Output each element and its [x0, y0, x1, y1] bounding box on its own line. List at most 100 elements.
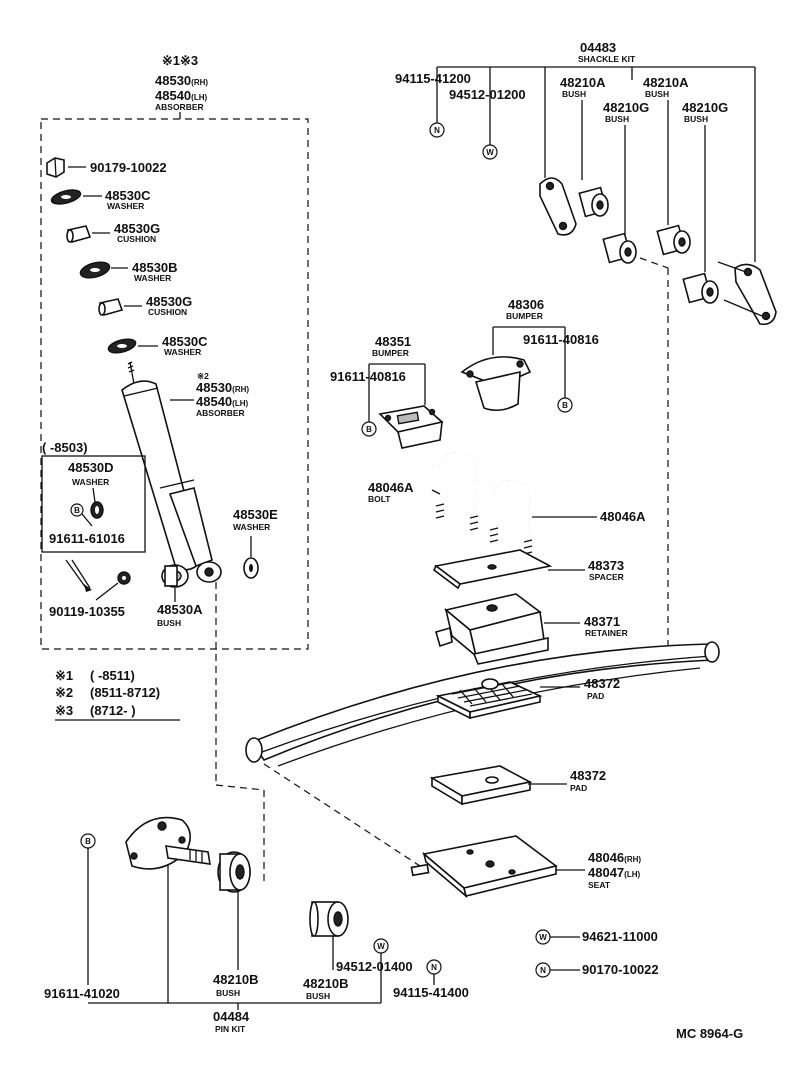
bumper-48351-part	[378, 405, 444, 449]
legend-mark-1: ※1	[55, 668, 73, 683]
callout-bush-b2-label: BUSH	[306, 991, 330, 1001]
pad-bottom-part	[429, 765, 533, 806]
callout-bush-shock: 48530A	[157, 602, 203, 617]
nut-top-part	[46, 157, 65, 178]
washer-symbol-label: W	[486, 148, 494, 157]
callout-pin-kit-label: PIN KIT	[215, 1024, 246, 1034]
ubolt-left-part	[435, 450, 479, 535]
callout-retainer-label: RETAINER	[585, 628, 628, 638]
callout-nut-top: 90179-10022	[90, 160, 167, 175]
callout-spacer-label: SPACER	[589, 572, 624, 582]
callout-bumper-48351: 48351	[375, 334, 411, 349]
absorber-header-marks: ※1※3	[162, 53, 198, 68]
bush-b2-part	[309, 901, 349, 937]
seat-lh: 48047(LH)	[588, 865, 640, 880]
date-range: ( -8503)	[42, 440, 88, 455]
bush-a2-part	[656, 224, 691, 256]
washer-b-part	[79, 261, 111, 279]
callout-bumper-48351-label: BUMPER	[372, 348, 409, 358]
absorber-inner-callout: ※2 48530(RH) 48540(LH) ABSORBER	[170, 371, 249, 418]
callout-bumper-48306: 48306	[508, 297, 544, 312]
callout-bush-shock-label: BUSH	[157, 618, 181, 628]
callout-spacer: 48373	[588, 558, 624, 573]
bush-g2-part	[682, 272, 719, 304]
callout-ubolt-left: 48046A	[368, 480, 414, 495]
ubolt-right-part	[489, 478, 533, 559]
callout-washer-w-bottom: 94621-11000	[582, 929, 658, 944]
callout-bush-a1-label: BUSH	[562, 89, 586, 99]
bush-g1-part	[602, 232, 637, 264]
callout-bolt-b-bumper-r: 91611-40816	[523, 332, 599, 347]
callout-washer-d-label: WASHER	[72, 477, 109, 487]
bolt-symbol-label: B	[74, 506, 80, 515]
callout-bumper-48306-label: BUMPER	[506, 311, 543, 321]
callout-pin-kit: 04484	[213, 1009, 250, 1024]
absorber-inner-lh: 48540(LH)	[196, 394, 248, 409]
callout-cushion-g2: 48530G	[146, 294, 192, 309]
bolt-symbol-b-bumper-r: B	[557, 397, 573, 413]
legend-range-2: (8511-8712)	[90, 685, 160, 700]
callout-bush-a1: 48210A	[560, 75, 606, 90]
bolt-symbol-label-4: B	[85, 837, 91, 846]
legend-range-3: (8712- )	[90, 703, 136, 718]
washer-c2-part	[107, 338, 137, 354]
date-range-box	[41, 455, 146, 553]
nut-symbol-label: N	[434, 126, 440, 135]
callout-bush-b1: 48210B	[213, 972, 259, 987]
callout-washer-c2: 48530C	[162, 334, 208, 349]
washer-symbol-label-3: W	[377, 942, 385, 951]
callout-washer-c2-label: WASHER	[164, 347, 201, 357]
callout-bolt-n-top: 94115-41200	[395, 71, 471, 86]
seat-part	[410, 835, 558, 899]
callout-bush-g2-label: BUSH	[684, 114, 708, 124]
date-legend: ※1 ( -8511) ※2 (8511-8712) ※3 (8712- )	[55, 668, 180, 721]
callout-bolt-b-pin: 91611-41020	[44, 986, 120, 1001]
absorber-header-label: ABSORBER	[155, 102, 204, 112]
pad-top-part	[435, 678, 543, 720]
callout-pad-top: 48372	[584, 676, 620, 691]
absorber-header-callout: ※1※3 48530(RH) 48540(LH) ABSORBER	[155, 53, 208, 112]
bush-a1-part	[578, 186, 609, 218]
shackle-plate-right-part	[717, 261, 777, 326]
callout-washer-b-label: WASHER	[134, 273, 171, 283]
nut-symbol-label-2: N	[540, 966, 546, 975]
legend-range-1: ( -8511)	[90, 668, 135, 683]
callout-shackle-kit-label: SHACKLE KIT	[578, 54, 636, 64]
washer-e-part	[243, 557, 259, 579]
callout-bush-a2: 48210A	[643, 75, 689, 90]
callout-pad-bottom: 48372	[570, 768, 606, 783]
absorber-assembly-box	[40, 118, 309, 650]
callout-washer-e: 48530E	[233, 507, 278, 522]
callout-retainer: 48371	[584, 614, 620, 629]
bolt-symbol-label-2: B	[562, 401, 568, 410]
callout-ubolt-left-label: BOLT	[368, 494, 391, 504]
washer-symbol-w-bottom: W	[535, 929, 551, 945]
callout-washer-d: 48530D	[68, 460, 114, 475]
bush-b1-part	[217, 851, 251, 893]
legend-mark-3: ※3	[55, 703, 73, 718]
callout-bolt-b-bumper-l: 91611-40816	[330, 369, 406, 384]
washer-symbol-w-pin: W	[373, 938, 389, 954]
legend-mark-2: ※2	[55, 685, 73, 700]
cushion-g1-part	[66, 225, 92, 243]
spring-pin-part	[125, 816, 211, 870]
seat-label: SEAT	[588, 880, 611, 890]
callout-bush-g1: 48210G	[603, 100, 649, 115]
callout-cushion-g2-label: CUSHION	[148, 307, 187, 317]
callout-cushion-g1-label: CUSHION	[117, 234, 156, 244]
callout-washer-w-top: 94512-01200	[449, 87, 526, 102]
callout-washer-w-pin: 94512-01400	[336, 959, 413, 974]
callout-ubolt-right: 48046A	[600, 509, 646, 524]
callout-bush-b2: 48210B	[303, 976, 349, 991]
washer-d-part	[90, 501, 104, 519]
bolt-symbol-label-3: B	[366, 425, 372, 434]
callout-bush-a2-label: BUSH	[645, 89, 669, 99]
cushion-g2-part	[98, 298, 124, 316]
absorber-inner-mark: ※2	[197, 371, 209, 381]
nut-symbol-label-3: N	[431, 963, 437, 972]
nut-symbol-n-bottom: N	[535, 962, 551, 978]
absorber-inner-rh: 48530(RH)	[196, 380, 249, 395]
seat-rh: 48046(RH)	[588, 850, 641, 865]
callout-pad-bottom-label: PAD	[570, 783, 587, 793]
